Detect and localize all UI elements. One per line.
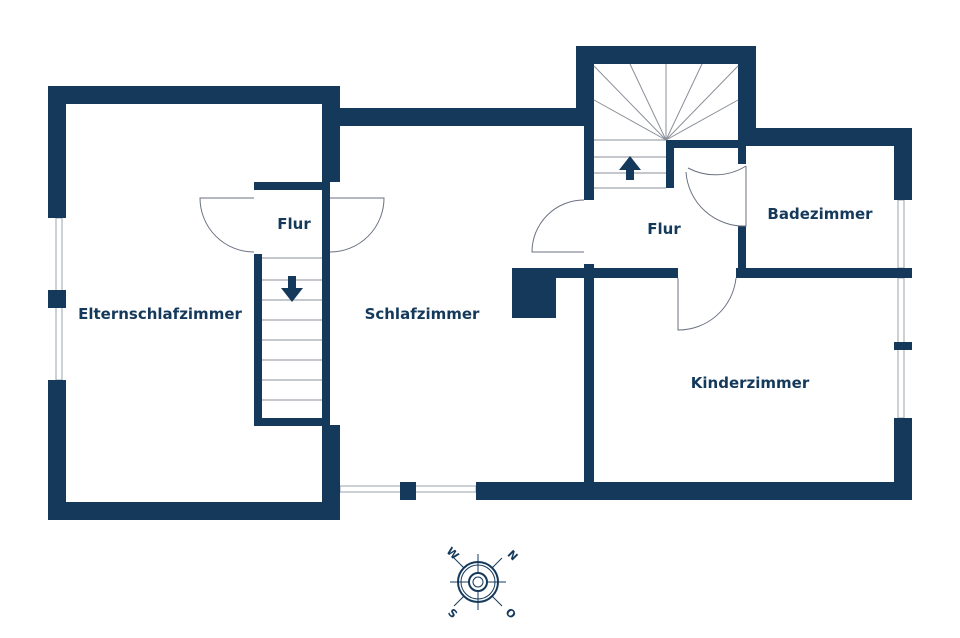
room-label-flur-right: Flur bbox=[647, 220, 681, 238]
room-label-kinderzimmer: Kinderzimmer bbox=[691, 374, 810, 392]
doors bbox=[199, 165, 747, 331]
compass-o: O bbox=[503, 606, 519, 622]
windows bbox=[55, 199, 905, 493]
compass-n: N bbox=[505, 548, 521, 564]
room-label-schlafzimmer: Schlafzimmer bbox=[365, 305, 480, 323]
compass-w: W bbox=[444, 545, 462, 563]
arrow-up-icon bbox=[619, 156, 641, 180]
arrow-down-icon bbox=[281, 276, 303, 302]
compass-icon: W N S O bbox=[444, 545, 521, 622]
walls bbox=[48, 46, 912, 520]
room-label-elternschlafzimmer: Elternschlafzimmer bbox=[78, 305, 242, 323]
stairs-right bbox=[593, 63, 739, 189]
compass-s: S bbox=[445, 606, 460, 621]
room-label-badezimmer: Badezimmer bbox=[767, 205, 873, 223]
room-label-flur-left: Flur bbox=[277, 215, 311, 233]
stairs-left bbox=[262, 257, 322, 401]
